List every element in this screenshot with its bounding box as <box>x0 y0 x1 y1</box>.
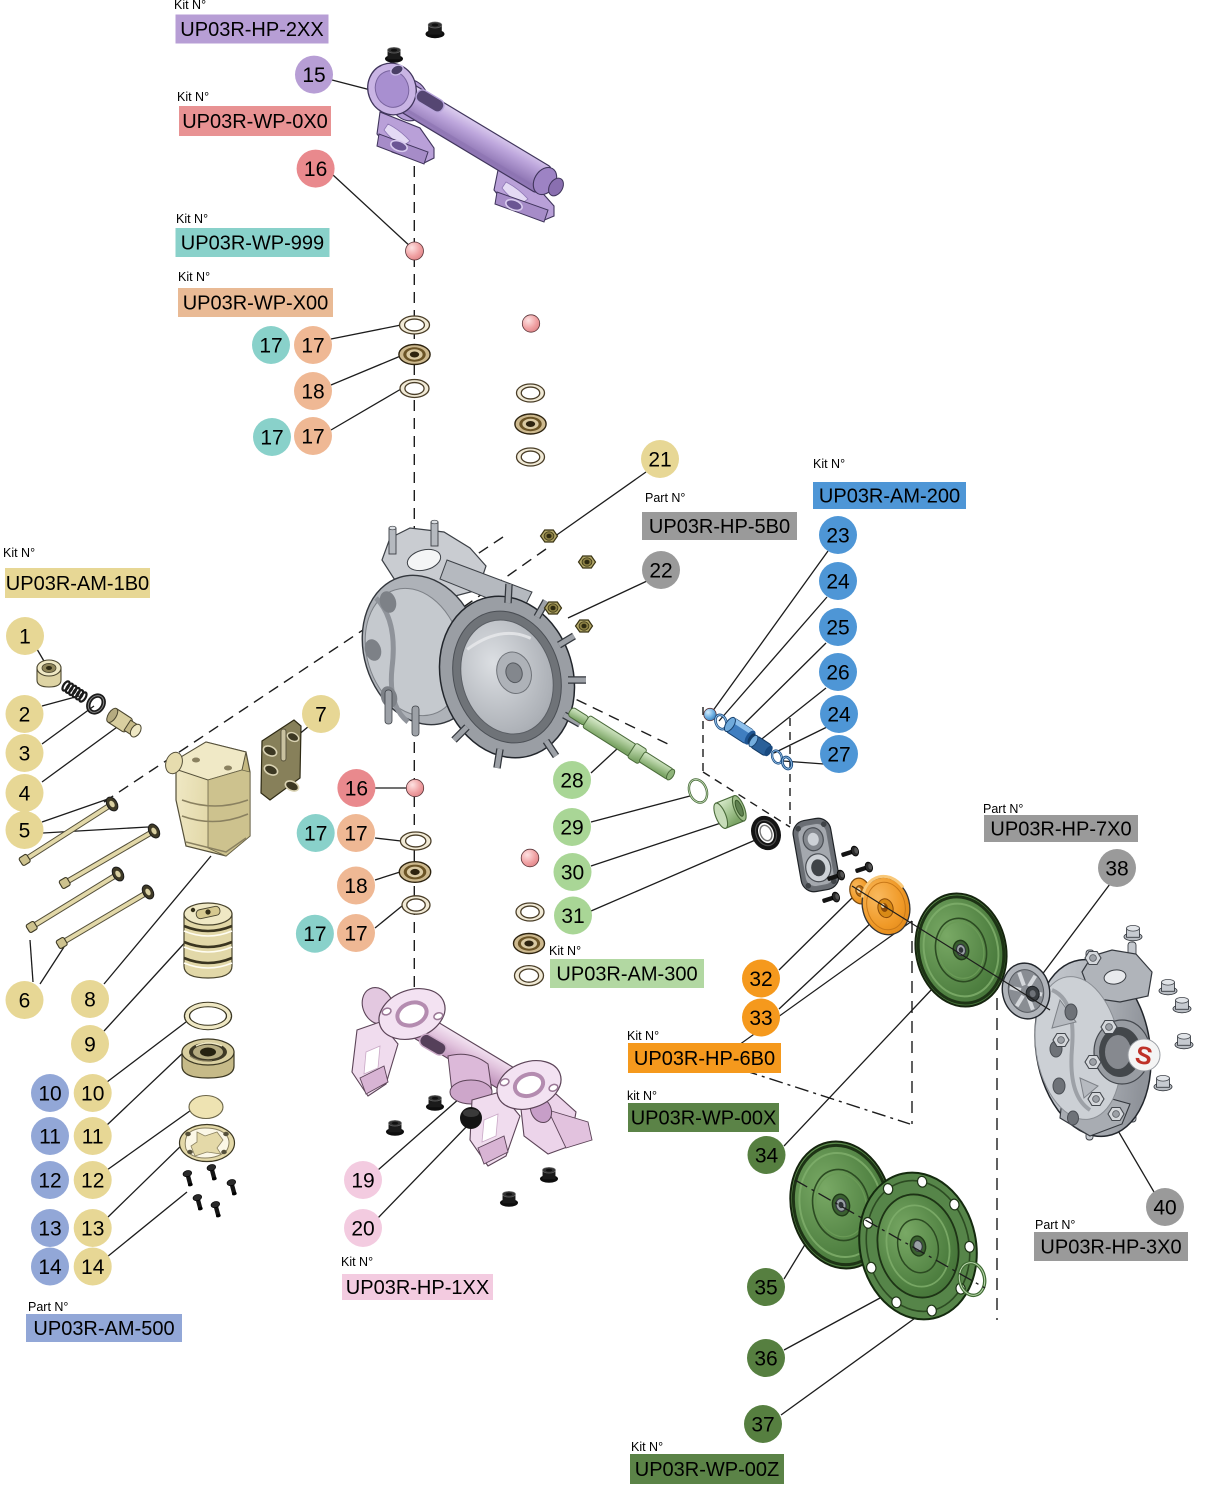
svg-text:10: 10 <box>38 1083 61 1106</box>
svg-text:14: 14 <box>38 1256 62 1279</box>
svg-text:UP03R-WP-00X: UP03R-WP-00X <box>631 1108 777 1130</box>
svg-text:Kit N°: Kit N° <box>631 1440 663 1454</box>
svg-text:13: 13 <box>81 1218 104 1241</box>
svg-text:29: 29 <box>560 817 583 840</box>
svg-text:12: 12 <box>38 1170 61 1193</box>
svg-text:Kit N°: Kit N° <box>177 90 209 104</box>
svg-text:1: 1 <box>19 626 31 649</box>
svg-text:Part N°: Part N° <box>983 802 1023 816</box>
svg-text:9: 9 <box>84 1034 96 1057</box>
svg-text:17: 17 <box>344 823 367 846</box>
svg-text:13: 13 <box>38 1218 61 1241</box>
svg-text:20: 20 <box>351 1218 374 1241</box>
svg-text:UP03R-HP-7X0: UP03R-HP-7X0 <box>990 819 1131 841</box>
svg-text:UP03R-HP-2XX: UP03R-HP-2XX <box>180 19 323 41</box>
svg-text:11: 11 <box>82 1126 104 1149</box>
svg-text:UP03R-AM-1B0: UP03R-AM-1B0 <box>6 573 149 595</box>
svg-text:22: 22 <box>649 560 672 583</box>
svg-text:21: 21 <box>648 449 671 472</box>
svg-text:34: 34 <box>755 1145 779 1168</box>
svg-text:31: 31 <box>561 905 584 928</box>
svg-text:UP03R-AM-200: UP03R-AM-200 <box>819 486 960 508</box>
svg-text:16: 16 <box>304 158 327 181</box>
svg-text:17: 17 <box>260 427 283 450</box>
svg-text:UP03R-HP-1XX: UP03R-HP-1XX <box>346 1277 489 1299</box>
svg-text:30: 30 <box>561 862 584 885</box>
svg-text:Kit N°: Kit N° <box>176 212 208 226</box>
svg-text:26: 26 <box>826 662 849 685</box>
svg-text:37: 37 <box>751 1414 774 1437</box>
svg-text:18: 18 <box>344 875 367 898</box>
svg-text:UP03R-WP-0X0: UP03R-WP-0X0 <box>182 111 328 133</box>
svg-text:UP03R-AM-500: UP03R-AM-500 <box>33 1318 174 1340</box>
svg-text:Kit N°: Kit N° <box>813 457 845 471</box>
svg-text:8: 8 <box>84 989 96 1012</box>
svg-text:12: 12 <box>81 1170 104 1193</box>
svg-text:2: 2 <box>19 704 31 727</box>
svg-text:35: 35 <box>754 1277 777 1300</box>
svg-text:17: 17 <box>259 335 282 358</box>
svg-text:27: 27 <box>827 744 850 767</box>
svg-text:11: 11 <box>39 1126 61 1149</box>
svg-text:14: 14 <box>81 1256 105 1279</box>
svg-text:17: 17 <box>303 923 326 946</box>
svg-text:Kit N°: Kit N° <box>341 1255 373 1269</box>
svg-text:40: 40 <box>1153 1197 1176 1220</box>
svg-text:Kit N°: Kit N° <box>3 546 35 560</box>
svg-text:16: 16 <box>345 778 368 801</box>
svg-text:Kit N°: Kit N° <box>549 944 581 958</box>
svg-text:4: 4 <box>19 783 31 806</box>
svg-text:UP03R-AM-300: UP03R-AM-300 <box>556 964 697 986</box>
svg-text:15: 15 <box>302 64 325 87</box>
svg-text:17: 17 <box>304 823 327 846</box>
svg-text:6: 6 <box>19 990 31 1013</box>
svg-text:kit N°: kit N° <box>627 1089 657 1103</box>
svg-text:38: 38 <box>1105 858 1128 881</box>
svg-text:Kit N°: Kit N° <box>627 1029 659 1043</box>
svg-text:UP03R-WP-00Z: UP03R-WP-00Z <box>635 1459 779 1481</box>
svg-text:10: 10 <box>81 1083 104 1106</box>
svg-text:23: 23 <box>826 525 849 548</box>
svg-text:17: 17 <box>344 923 367 946</box>
svg-text:28: 28 <box>560 770 583 793</box>
svg-text:Kit N°: Kit N° <box>178 270 210 284</box>
svg-text:24: 24 <box>826 571 850 594</box>
svg-text:UP03R-HP-3X0: UP03R-HP-3X0 <box>1040 1237 1181 1259</box>
svg-text:17: 17 <box>301 426 324 449</box>
svg-text:7: 7 <box>315 704 327 727</box>
svg-text:UP03R-HP-5B0: UP03R-HP-5B0 <box>649 516 790 538</box>
svg-text:UP03R-WP-999: UP03R-WP-999 <box>181 233 324 255</box>
svg-text:33: 33 <box>749 1007 772 1030</box>
svg-text:UP03R-HP-6B0: UP03R-HP-6B0 <box>634 1048 775 1070</box>
svg-text:Part N°: Part N° <box>28 1300 68 1314</box>
svg-text:36: 36 <box>754 1348 777 1371</box>
svg-text:19: 19 <box>351 1170 374 1193</box>
svg-text:Part N°: Part N° <box>645 491 685 505</box>
svg-text:S: S <box>1133 1041 1155 1072</box>
svg-text:24: 24 <box>827 704 851 727</box>
svg-text:25: 25 <box>826 617 849 640</box>
svg-text:17: 17 <box>301 335 324 358</box>
svg-text:5: 5 <box>19 820 31 843</box>
svg-text:Part N°: Part N° <box>1035 1218 1075 1232</box>
svg-text:18: 18 <box>301 381 324 404</box>
svg-text:UP03R-WP-X00: UP03R-WP-X00 <box>183 293 329 315</box>
svg-text:32: 32 <box>749 968 772 991</box>
svg-text:3: 3 <box>19 743 31 766</box>
svg-text:Kit N°: Kit N° <box>174 0 206 12</box>
